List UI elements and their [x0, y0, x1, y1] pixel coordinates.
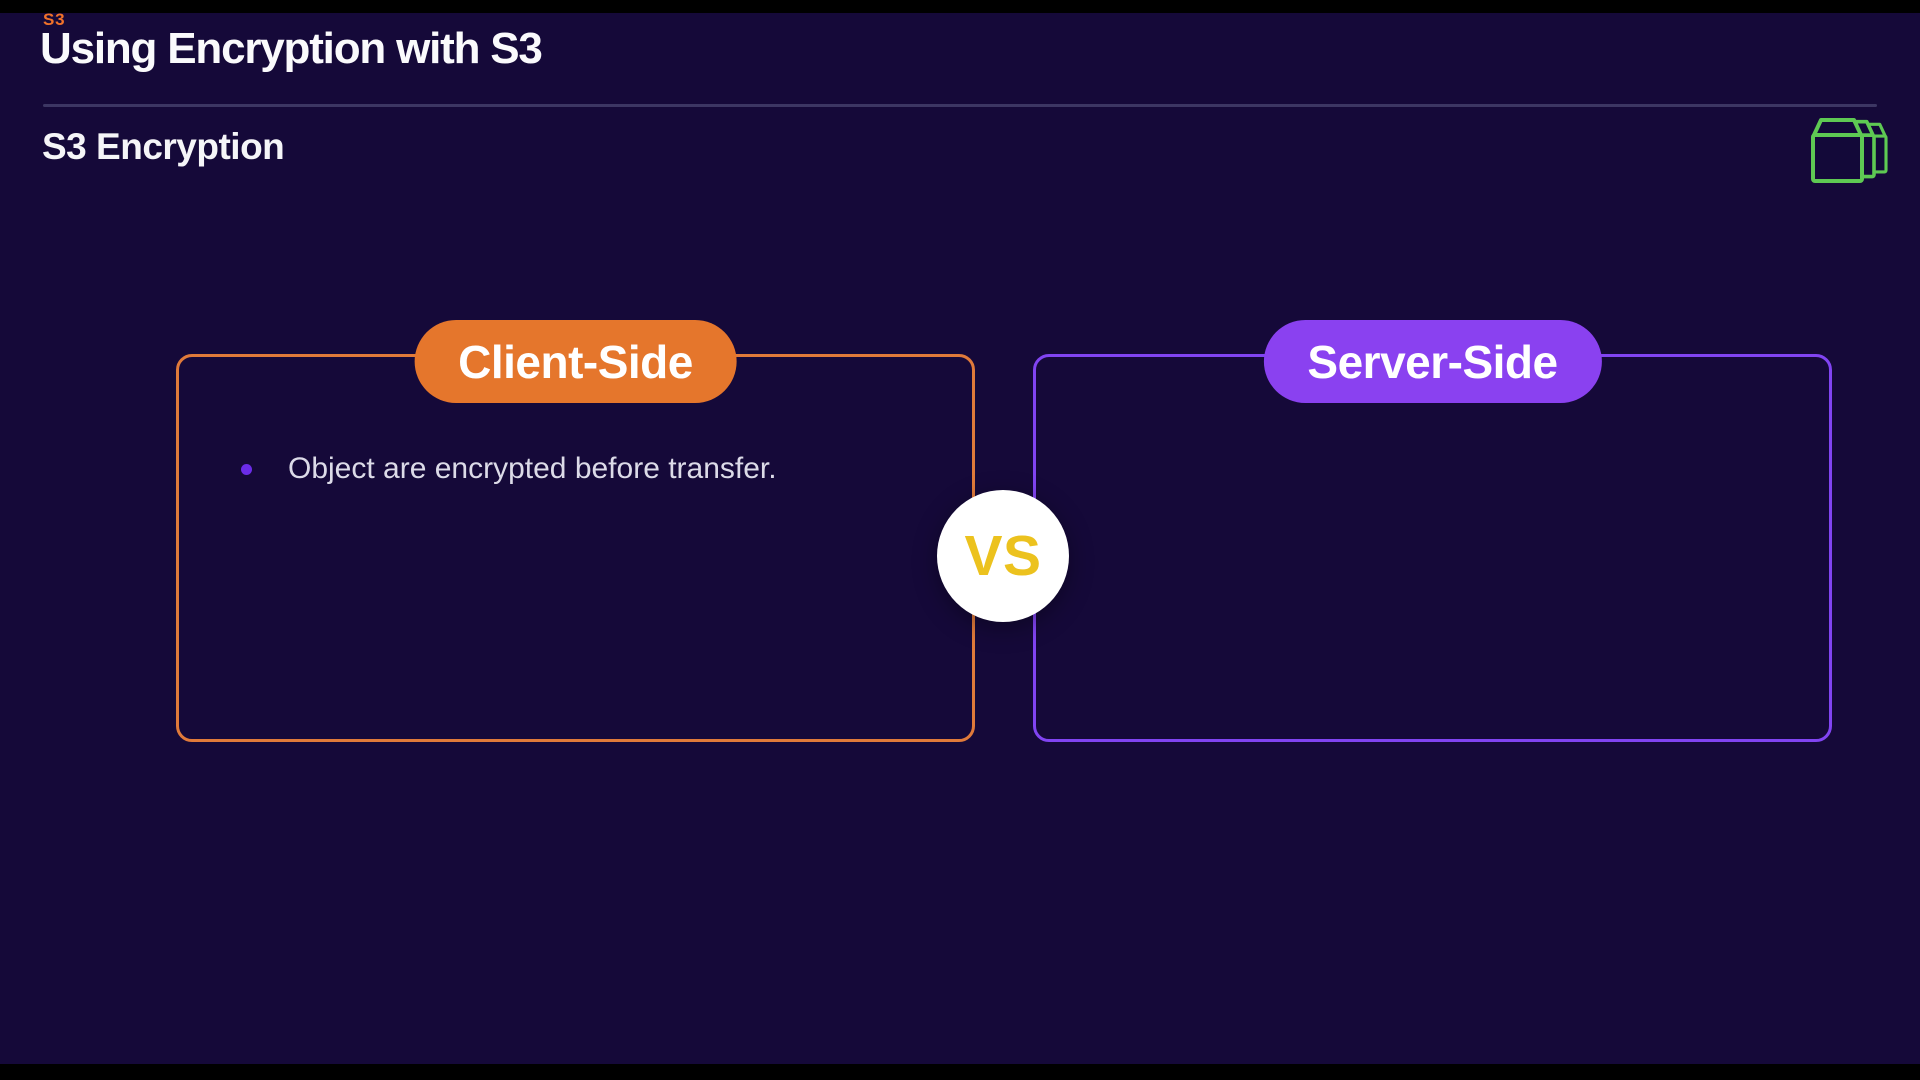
top-letterbox-bar: [0, 0, 1920, 13]
section-heading: S3 Encryption: [42, 126, 285, 167]
vs-label: VS: [964, 524, 1042, 588]
page-title: Using Encryption with S3: [40, 24, 543, 73]
client-bullet-list: Object are encrypted before transfer.: [179, 447, 972, 491]
s3-buckets-icon: [1811, 118, 1888, 183]
server-side-pill: Server-Side: [1263, 320, 1602, 403]
client-side-pill: Client-Side: [414, 320, 737, 403]
header-divider: [43, 104, 1877, 107]
bottom-letterbox-bar: [0, 1064, 1920, 1080]
eyebrow-label: S3: [43, 10, 66, 29]
vs-badge: VS: [937, 490, 1069, 622]
server-side-panel: Server-Side: [1033, 320, 1832, 742]
client-side-panel: Client-Side Object are encrypted before …: [176, 320, 975, 742]
list-item: Object are encrypted before transfer.: [179, 447, 972, 491]
